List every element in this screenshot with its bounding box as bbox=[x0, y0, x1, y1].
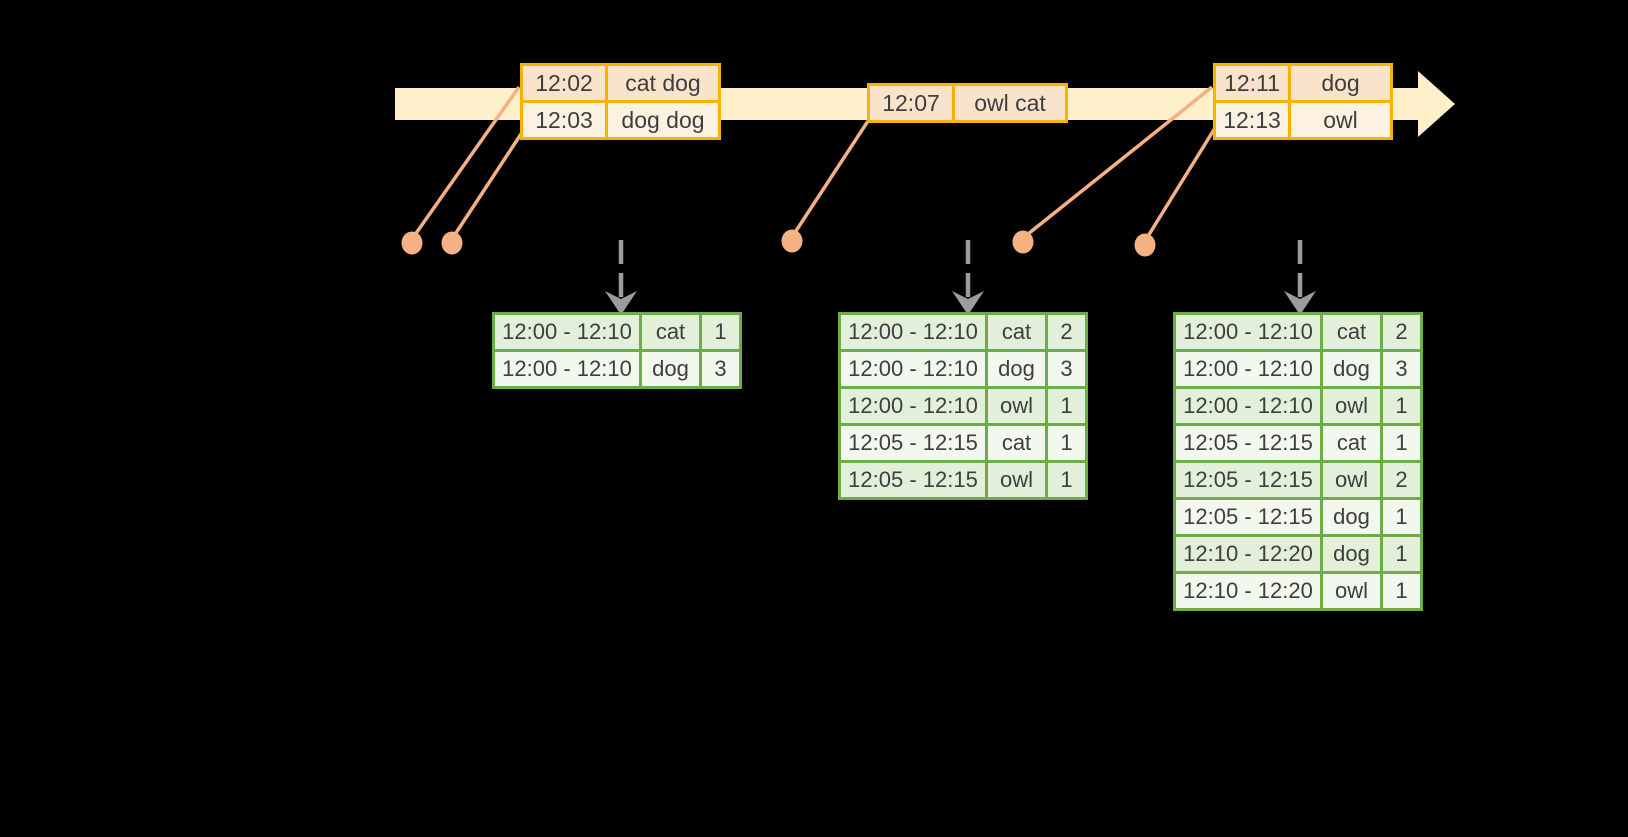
result-word-cell: owl bbox=[1323, 389, 1380, 423]
trigger-arrowhead-icon bbox=[952, 291, 984, 315]
result-count-cell: 1 bbox=[1048, 463, 1085, 497]
result-word-cell: owl bbox=[988, 463, 1045, 497]
result-count-cell: 1 bbox=[1383, 537, 1420, 571]
event-connector-line bbox=[1143, 127, 1217, 242]
result-window-cell: 12:05 - 12:15 bbox=[1176, 426, 1320, 460]
result-word-cell: dog bbox=[1323, 537, 1380, 571]
result-window-cell: 12:10 - 12:20 bbox=[1176, 574, 1320, 608]
result-window-cell: 12:00 - 12:10 bbox=[841, 352, 985, 386]
event-words-cell: cat dog bbox=[608, 66, 718, 100]
event-time-cell: 12:03 bbox=[523, 103, 605, 137]
result-count-cell: 1 bbox=[1383, 426, 1420, 460]
input-table-2: 12:07 owl cat bbox=[867, 83, 1068, 123]
trigger-arrowhead-icon bbox=[1284, 291, 1316, 315]
result-window-cell: 12:00 - 12:10 bbox=[495, 315, 639, 349]
result-word-cell: owl bbox=[1323, 463, 1380, 497]
event-words-cell: dog dog bbox=[608, 103, 718, 137]
event-time-dot bbox=[781, 229, 803, 253]
event-words-cell: dog bbox=[1291, 66, 1390, 100]
result-count-cell: 3 bbox=[1048, 352, 1085, 386]
event-time-cell: 12:02 bbox=[523, 66, 605, 100]
result-count-cell: 2 bbox=[1048, 315, 1085, 349]
event-connector-line bbox=[410, 85, 521, 241]
result-word-cell: cat bbox=[1323, 315, 1380, 349]
result-table-2: 12:00 - 12:10 cat 2 12:00 - 12:10 dog 3 … bbox=[838, 312, 1088, 500]
event-words-cell: owl bbox=[1291, 103, 1390, 137]
result-count-cell: 1 bbox=[1383, 574, 1420, 608]
result-window-cell: 12:10 - 12:20 bbox=[1176, 537, 1320, 571]
result-table-3: 12:00 - 12:10 cat 2 12:00 - 12:10 dog 3 … bbox=[1173, 312, 1423, 611]
result-word-cell: cat bbox=[988, 315, 1045, 349]
event-time-dot bbox=[441, 231, 463, 255]
right-arrow-icon bbox=[1418, 71, 1455, 137]
result-window-cell: 12:00 - 12:10 bbox=[1176, 352, 1320, 386]
result-word-cell: owl bbox=[988, 389, 1045, 423]
result-count-cell: 1 bbox=[702, 315, 739, 349]
event-connector-line bbox=[1021, 85, 1214, 240]
trigger-arrowhead-icon bbox=[605, 291, 637, 315]
event-time-cell: 12:07 bbox=[870, 86, 952, 120]
event-time-dot bbox=[401, 231, 423, 255]
result-word-cell: dog bbox=[988, 352, 1045, 386]
result-word-cell: owl bbox=[1323, 574, 1380, 608]
result-window-cell: 12:00 - 12:10 bbox=[1176, 315, 1320, 349]
event-time-dot bbox=[1134, 233, 1156, 257]
result-count-cell: 1 bbox=[1048, 389, 1085, 423]
result-window-cell: 12:05 - 12:15 bbox=[841, 426, 985, 460]
event-connector-line bbox=[450, 127, 527, 240]
event-connector-line bbox=[790, 120, 870, 238]
result-table-1: 12:00 - 12:10 cat 1 12:00 - 12:10 dog 3 bbox=[492, 312, 742, 389]
result-count-cell: 1 bbox=[1383, 500, 1420, 534]
result-count-cell: 2 bbox=[1383, 463, 1420, 497]
result-window-cell: 12:05 - 12:15 bbox=[1176, 500, 1320, 534]
result-count-cell: 2 bbox=[1383, 315, 1420, 349]
result-word-cell: cat bbox=[988, 426, 1045, 460]
input-table-1: 12:02 cat dog 12:03 dog dog bbox=[520, 63, 721, 140]
event-words-cell: owl cat bbox=[955, 86, 1065, 120]
event-time-dot bbox=[1012, 230, 1034, 254]
result-count-cell: 1 bbox=[1383, 389, 1420, 423]
result-word-cell: cat bbox=[642, 315, 699, 349]
result-window-cell: 12:00 - 12:10 bbox=[841, 315, 985, 349]
result-word-cell: dog bbox=[642, 352, 699, 386]
result-count-cell: 1 bbox=[1048, 426, 1085, 460]
result-count-cell: 3 bbox=[702, 352, 739, 386]
result-window-cell: 12:00 - 12:10 bbox=[1176, 389, 1320, 423]
result-window-cell: 12:05 - 12:15 bbox=[1176, 463, 1320, 497]
result-count-cell: 3 bbox=[1383, 352, 1420, 386]
result-window-cell: 12:00 - 12:10 bbox=[495, 352, 639, 386]
input-table-3: 12:11 dog 12:13 owl bbox=[1213, 63, 1393, 140]
event-time-cell: 12:13 bbox=[1216, 103, 1288, 137]
result-word-cell: cat bbox=[1323, 426, 1380, 460]
result-word-cell: dog bbox=[1323, 500, 1380, 534]
result-word-cell: dog bbox=[1323, 352, 1380, 386]
result-window-cell: 12:00 - 12:10 bbox=[841, 389, 985, 423]
event-time-cell: 12:11 bbox=[1216, 66, 1288, 100]
result-window-cell: 12:05 - 12:15 bbox=[841, 463, 985, 497]
